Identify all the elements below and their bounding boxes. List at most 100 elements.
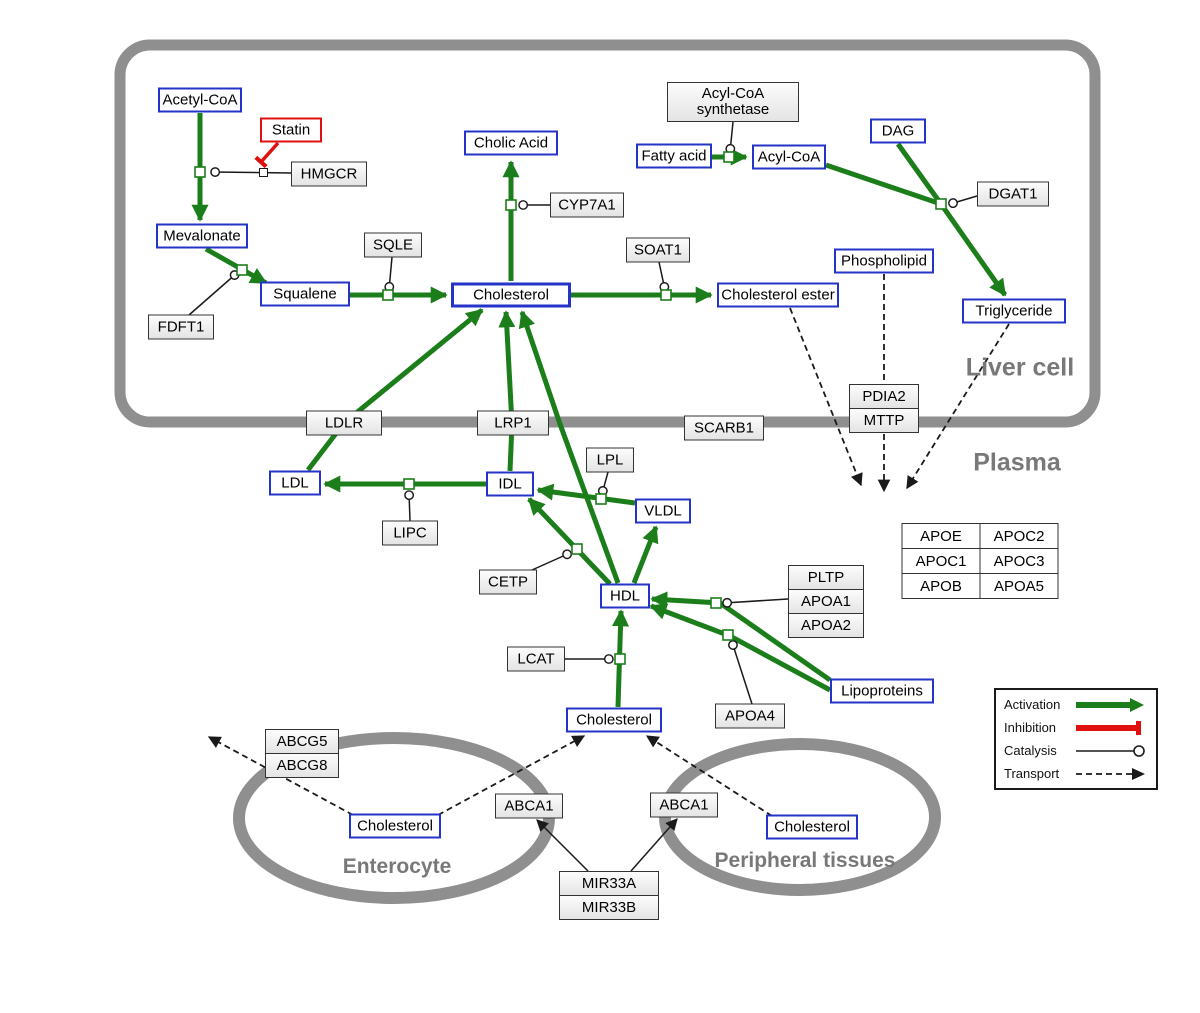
reaction-node [571,543,583,555]
node-phospholipid[interactable]: Phospholipid [834,248,934,274]
regulation-edges [536,818,678,872]
edge-triglyceride-plasma [906,323,1010,490]
reaction-node [382,289,394,301]
edge-idl-lrp1-cholesterol [498,310,516,472]
legend-catalysis-label: Catalysis [1004,743,1057,758]
node-hmgcr[interactable]: HMGCR [291,161,367,187]
node-squalene[interactable]: Squalene [260,281,350,307]
reaction-node [722,629,734,641]
catalysis-circle-icon [1076,744,1145,757]
node-cetp[interactable]: CETP [479,569,537,595]
node-cholesterol-ester[interactable]: Cholesterol ester [717,282,839,308]
legend-row-transport: Transport [1004,764,1148,784]
node-acyl-coa[interactable]: Acyl-CoA [752,144,826,170]
node-ldlr[interactable]: LDLR [306,410,382,436]
legend-transport-label: Transport [1004,766,1060,781]
node-acyl-coa-synthetase[interactable]: Acyl-CoA synthetase [667,82,799,122]
node-statin[interactable]: Statin [260,117,322,143]
node-cholesterol-liver[interactable]: Cholesterol [451,282,571,308]
node-apoa1[interactable]: APOA1 [788,589,864,614]
node-lpl[interactable]: LPL [586,447,634,473]
edge-peripheral-cholesterol-to-plasma [645,735,773,817]
node-idl[interactable]: IDL [486,471,534,497]
node-apoa5[interactable]: APOA5 [980,574,1059,599]
legend-box: Activation Inhibition Catalysis Transpor… [994,688,1158,790]
node-dag[interactable]: DAG [870,118,926,144]
activation-arrow-icon [1076,697,1144,712]
node-mir33a[interactable]: MIR33A [559,871,659,896]
node-lipc[interactable]: LIPC [382,520,438,546]
node-mir33b[interactable]: MIR33B [559,895,659,920]
node-mttp[interactable]: MTTP [849,408,919,433]
pdia2-mttp-group: PDIA2 MTTP [849,384,919,433]
node-apoe[interactable]: APOE [902,524,981,549]
edge-lipc-catalysis [404,490,415,522]
transport-dashed-arrow-icon [1076,767,1145,780]
node-lcat[interactable]: LCAT [507,646,565,672]
reaction-node [403,478,415,490]
reaction-node [935,198,947,210]
node-hdl[interactable]: HDL [600,583,650,609]
node-scarb1[interactable]: SCARB1 [684,415,764,441]
node-fatty-acid[interactable]: Fatty acid [636,143,712,169]
legend-activation-label: Activation [1004,697,1061,712]
legend-inhibition-label: Inhibition [1004,720,1057,735]
apolipoprotein-table: APOE APOC2 APOC1 APOC3 APOB APOA5 [901,523,1059,599]
edge-dag-node [895,142,944,206]
node-pltp[interactable]: PLTP [788,565,864,590]
liver-cell-label: Liver cell [965,353,1075,382]
node-abca1-peripheral[interactable]: ABCA1 [650,792,718,818]
enterocyte-label: Enterocyte [342,855,452,878]
edge-acylcoasynthetase-catalysis [725,121,736,154]
node-abcg8[interactable]: ABCG8 [265,753,339,778]
node-cyp7a1[interactable]: CYP7A1 [550,192,624,218]
reaction-nodes [194,151,947,665]
node-fdft1[interactable]: FDFT1 [148,314,214,340]
node-apoa4[interactable]: APOA4 [715,703,785,729]
legend-row-activation: Activation [1004,695,1148,715]
legend-row-inhibition: Inhibition [1004,718,1148,738]
node-cholesterol-enterocyte[interactable]: Cholesterol [349,813,441,839]
node-mevalonate[interactable]: Mevalonate [156,223,248,249]
inhibition-tbar-icon [1076,720,1141,735]
legend-row-catalysis: Catalysis [1004,741,1148,761]
edge-hdl-vldl [631,525,659,584]
node-pdia2[interactable]: PDIA2 [849,384,919,409]
node-lrp1[interactable]: LRP1 [477,410,549,436]
liver-cell-membrane [114,39,1101,428]
node-soat1[interactable]: SOAT1 [626,237,690,263]
node-vldl[interactable]: VLDL [635,498,691,524]
edge-mir33-abca1-right [630,818,678,872]
node-cholesterol-peripheral[interactable]: Cholesterol [766,814,858,840]
node-cholic-acid[interactable]: Cholic Acid [464,130,558,156]
reaction-node [710,597,722,609]
edge-dgat1-catalysis [948,195,978,209]
node-lipoproteins[interactable]: Lipoproteins [830,678,934,704]
node-apoc2[interactable]: APOC2 [980,524,1059,549]
edge-soat1-catalysis [658,261,670,292]
node-abcg5[interactable]: ABCG5 [265,729,339,754]
node-triglyceride[interactable]: Triglyceride [962,298,1066,324]
node-apoc3[interactable]: APOC3 [980,549,1059,574]
reaction-node [660,289,672,301]
edge-cetp-catalysis [531,549,573,571]
node-apob[interactable]: APOB [902,574,981,599]
node-apoc1[interactable]: APOC1 [902,549,981,574]
plasma-label: Plasma [973,448,1061,477]
node-apoa2[interactable]: APOA2 [788,613,864,638]
abcg5-abcg8-group: ABCG5 ABCG8 [265,729,339,778]
node-sqle[interactable]: SQLE [364,232,422,258]
edge-cholesterolester-plasma [789,307,863,487]
inhibition-anchor [259,168,268,177]
node-cholesterol-plasma[interactable]: Cholesterol [566,707,662,733]
node-ldl[interactable]: LDL [269,470,321,496]
reaction-node [194,166,206,178]
edge-pltp-apoa-catalysis [722,597,789,608]
reaction-node [236,264,248,276]
edge-sqle-catalysis [384,256,395,292]
node-dgat1[interactable]: DGAT1 [977,181,1049,207]
reaction-node [614,653,626,665]
node-acetyl-coa[interactable]: Acetyl-CoA [158,87,242,113]
node-abca1-enterocyte[interactable]: ABCA1 [495,793,563,819]
